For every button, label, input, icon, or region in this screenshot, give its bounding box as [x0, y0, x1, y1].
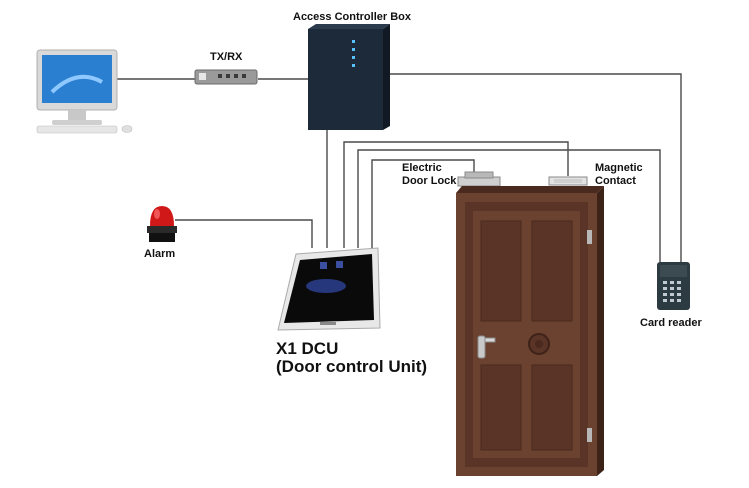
controller-box-label: Access Controller Box	[293, 11, 411, 23]
wire-magnetic-to-card-reader	[568, 149, 661, 262]
alarm-label: Alarm	[144, 248, 176, 260]
door-icon	[456, 186, 604, 476]
wire-alarm-to-dcu	[175, 219, 313, 248]
wire-dcu-to-magnetic-contact-a	[343, 141, 569, 248]
txrx-label: TX/RX	[210, 51, 243, 63]
electric-lock-label-line2: Door Lock	[402, 175, 457, 187]
dcu-label-line2: (Door control Unit)	[276, 357, 428, 376]
magnetic-contact-label-line1: Magnetic	[595, 162, 643, 174]
controller-cabinet-icon	[308, 24, 390, 130]
wire-dcu-to-magnetic-contact-b	[357, 149, 568, 248]
dcu-label-line1: X1 DCU	[276, 339, 339, 358]
electric-lock-label-line1: Electric	[402, 162, 442, 174]
network-transceiver-icon	[194, 69, 258, 85]
card-reader-label: Card reader	[640, 317, 702, 329]
desktop-computer-icon	[36, 49, 133, 134]
wire-dcu-to-electric-lock	[371, 159, 475, 248]
wire-controller-to-card-reader	[383, 73, 682, 262]
electric-lock-icon	[457, 171, 501, 187]
card-reader-icon	[657, 262, 690, 310]
wiring	[117, 73, 682, 262]
alarm-beacon-icon	[147, 206, 177, 242]
magnetic-contact-label-line2: Contact	[595, 175, 636, 187]
door-control-unit-icon	[277, 247, 381, 331]
magnetic-contact-icon	[548, 176, 588, 186]
